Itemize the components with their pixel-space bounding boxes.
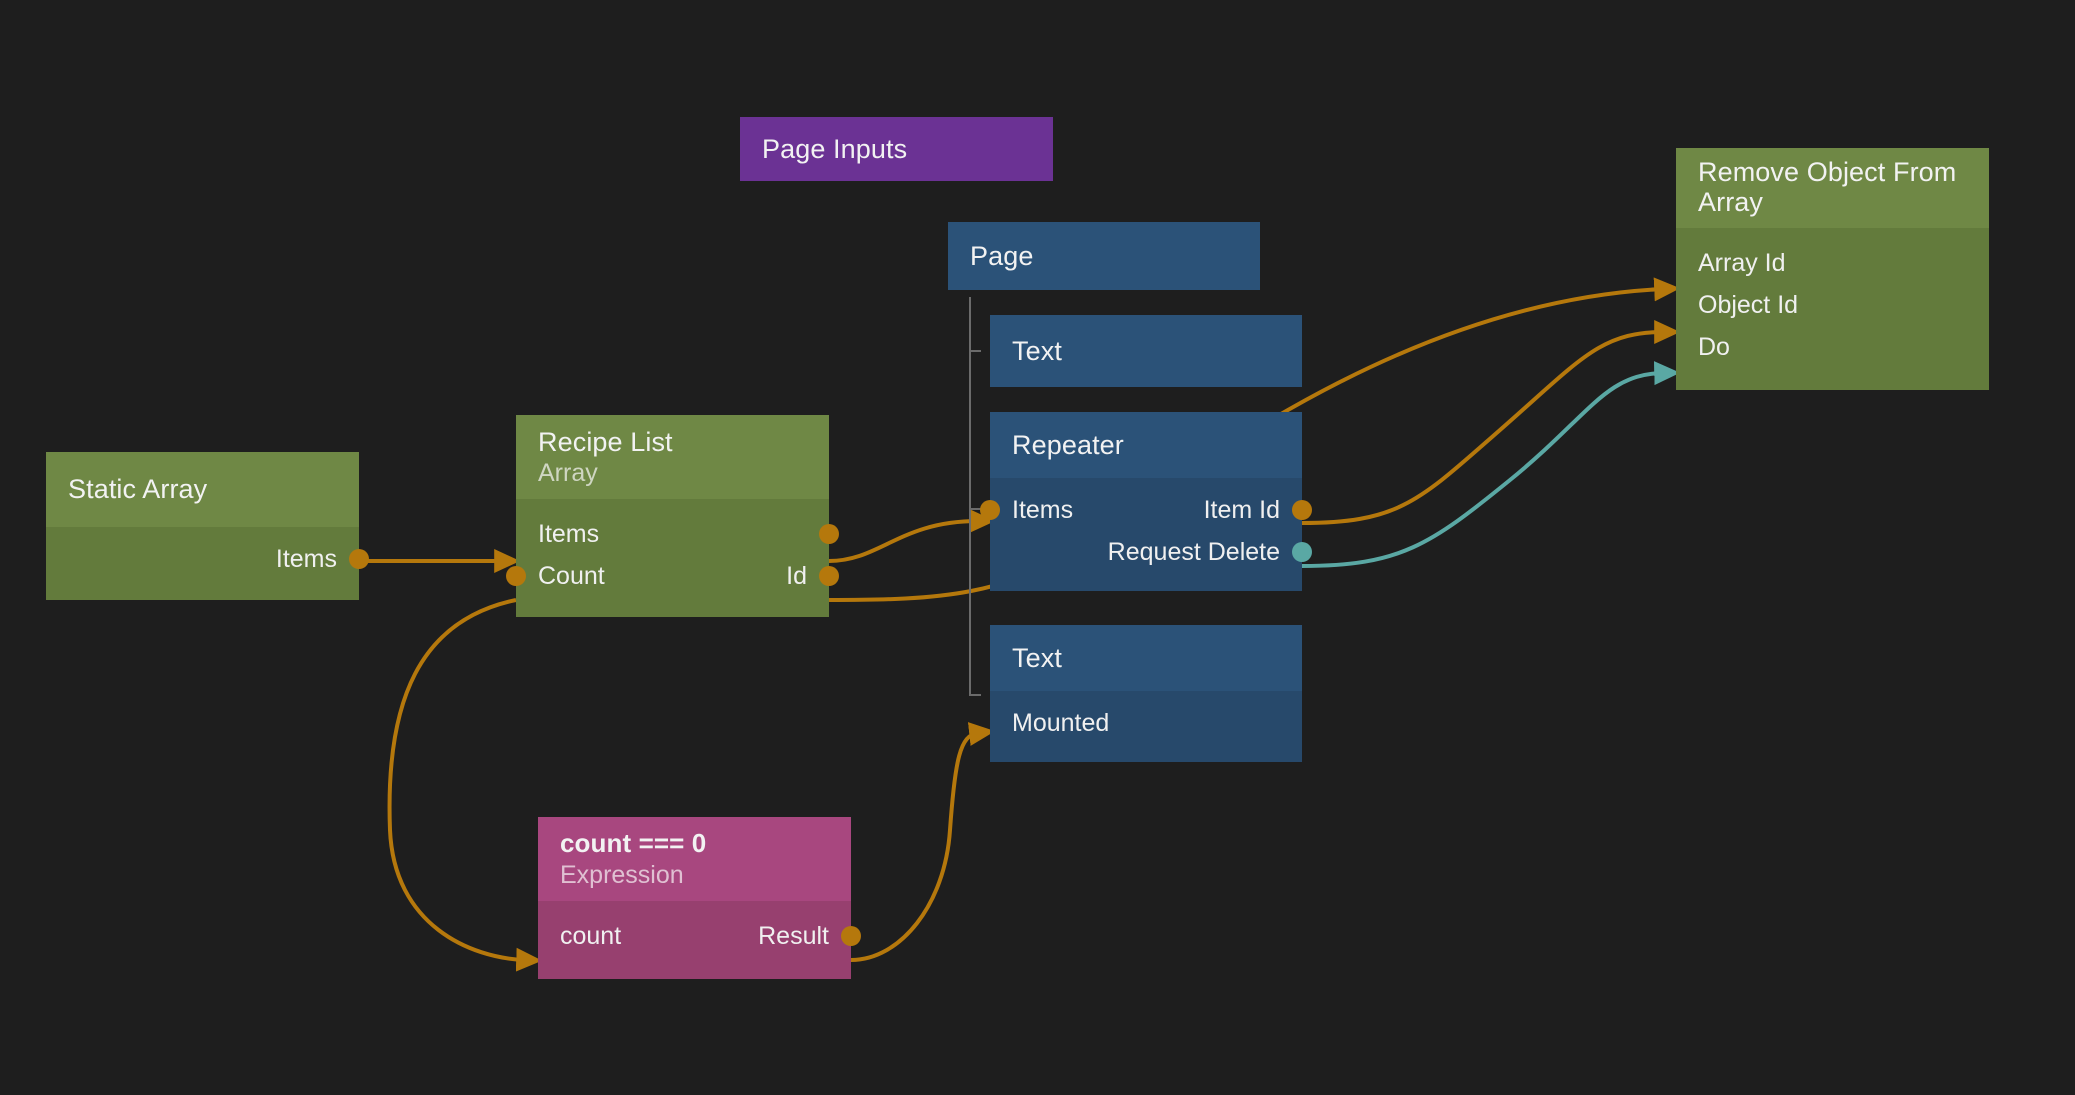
node-recipe-list-body: Items Count Id xyxy=(506,499,839,617)
node-remove-object-title: Remove Object From Array xyxy=(1698,156,1957,217)
port-row-expression-count[interactable]: count Result xyxy=(538,915,861,957)
node-static-array-header[interactable]: Static Array xyxy=(46,452,359,527)
wire-repeater-requestdelete-to-remove-do xyxy=(1301,361,1681,568)
node-static-array[interactable]: Static Array Items xyxy=(46,452,369,600)
node-expression-subtitle: Expression xyxy=(560,860,684,889)
port-in-mounted[interactable] xyxy=(980,713,1000,733)
node-repeater-header[interactable]: Repeater xyxy=(990,412,1302,478)
node-expression-title: count === 0 xyxy=(560,828,707,859)
port-label-array-id: Array Id xyxy=(1698,248,1786,277)
wire-repeater-itemid-to-remove-object-id xyxy=(1301,320,1681,525)
port-row-static-array-items[interactable]: Items xyxy=(46,538,369,580)
tree-trunk-line xyxy=(969,297,971,696)
node-remove-object-from-array[interactable]: Remove Object From Array Array Id Object… xyxy=(1676,148,1989,390)
port-row-repeater-items[interactable]: Items Item Id xyxy=(980,489,1312,531)
node-remove-object-header[interactable]: Remove Object From Array xyxy=(1676,148,1989,228)
port-label-do: Do xyxy=(1698,332,1730,361)
node-recipe-list-subtitle: Array xyxy=(538,459,598,488)
port-out-recipe-items[interactable] xyxy=(819,524,839,544)
port-row-recipe-items[interactable]: Items xyxy=(516,513,839,555)
port-in-items[interactable] xyxy=(980,500,1000,520)
port-out-item-id[interactable] xyxy=(1292,500,1312,520)
node-static-array-title: Static Array xyxy=(68,474,208,505)
node-recipe-list[interactable]: Recipe List Array Items Count Id xyxy=(506,415,839,617)
port-label-recipe-count: Count xyxy=(538,561,605,590)
port-row-recipe-count[interactable]: Count Id xyxy=(506,555,839,597)
port-row-object-id[interactable]: Object Id xyxy=(1676,284,1989,326)
wire-recipe-count-to-expression-count xyxy=(387,598,543,972)
node-recipe-list-title: Recipe List xyxy=(538,426,673,457)
port-in-expression-count[interactable] xyxy=(528,926,548,946)
port-label-recipe-id: Id xyxy=(786,561,807,590)
node-text-bottom[interactable]: Text Mounted xyxy=(990,625,1302,762)
node-expression[interactable]: count === 0 Expression count Result xyxy=(538,817,861,979)
node-expression-body: count Result xyxy=(538,901,861,979)
port-label-static-items: Items xyxy=(275,544,337,573)
port-label-request-delete: Request Delete xyxy=(1107,537,1280,566)
port-row-array-id[interactable]: Array Id xyxy=(1676,242,1989,284)
port-in-do[interactable] xyxy=(1666,337,1686,357)
node-expression-header[interactable]: count === 0 Expression xyxy=(538,817,851,901)
port-label-mounted: Mounted xyxy=(1012,708,1110,737)
wire-expression-result-to-text-mounted xyxy=(850,722,996,962)
node-repeater-body: Items Item Id Request Delete xyxy=(980,478,1312,591)
port-row-do[interactable]: Do xyxy=(1676,326,1989,368)
node-page-inputs[interactable]: Page Inputs xyxy=(740,117,1053,181)
node-recipe-list-header[interactable]: Recipe List Array xyxy=(516,415,829,499)
port-label-items: Items xyxy=(1012,495,1074,524)
port-out-expression-result[interactable] xyxy=(841,926,861,946)
port-in-recipe-items[interactable] xyxy=(506,524,526,544)
node-page-inputs-title: Page Inputs xyxy=(762,133,908,164)
tree-branch-text-bottom xyxy=(969,694,981,696)
node-page-title: Page xyxy=(970,240,1034,271)
port-in-recipe-count[interactable] xyxy=(506,566,526,586)
node-text-top-header[interactable]: Text xyxy=(990,315,1302,387)
port-label-object-id: Object Id xyxy=(1698,290,1799,319)
node-repeater-title: Repeater xyxy=(1012,429,1124,460)
node-text-bottom-body: Mounted xyxy=(990,691,1302,762)
node-page-inputs-header[interactable]: Page Inputs xyxy=(740,117,1053,181)
node-page[interactable]: Page xyxy=(948,222,1260,290)
port-label-expression-result: Result xyxy=(758,921,829,950)
node-text-bottom-header[interactable]: Text xyxy=(990,625,1302,691)
node-repeater[interactable]: Repeater Items Item Id Request Delete xyxy=(980,412,1312,591)
node-text-bottom-title: Text xyxy=(1012,642,1062,673)
port-label-expression-count: count xyxy=(560,921,622,950)
tree-branch-text-top xyxy=(969,350,981,352)
port-row-repeater-request-delete[interactable]: Request Delete xyxy=(990,531,1312,573)
port-in-object-id[interactable] xyxy=(1666,295,1686,315)
port-label-recipe-items: Items xyxy=(538,519,600,548)
port-row-text-mounted[interactable]: Mounted xyxy=(990,702,1302,744)
port-out-recipe-id[interactable] xyxy=(819,566,839,586)
node-text-top-title: Text xyxy=(1012,335,1062,366)
port-out-static-items[interactable] xyxy=(349,549,369,569)
port-label-item-id: Item Id xyxy=(1203,495,1280,524)
wire-recipe-items-to-repeater-items xyxy=(828,509,996,563)
port-out-request-delete[interactable] xyxy=(1292,542,1312,562)
node-remove-object-body: Array Id Object Id Do xyxy=(1676,228,1989,390)
port-in-array-id[interactable] xyxy=(1666,253,1686,273)
node-page-header[interactable]: Page xyxy=(948,222,1260,290)
node-text-top[interactable]: Text xyxy=(990,315,1302,387)
node-static-array-body: Items xyxy=(46,527,369,600)
